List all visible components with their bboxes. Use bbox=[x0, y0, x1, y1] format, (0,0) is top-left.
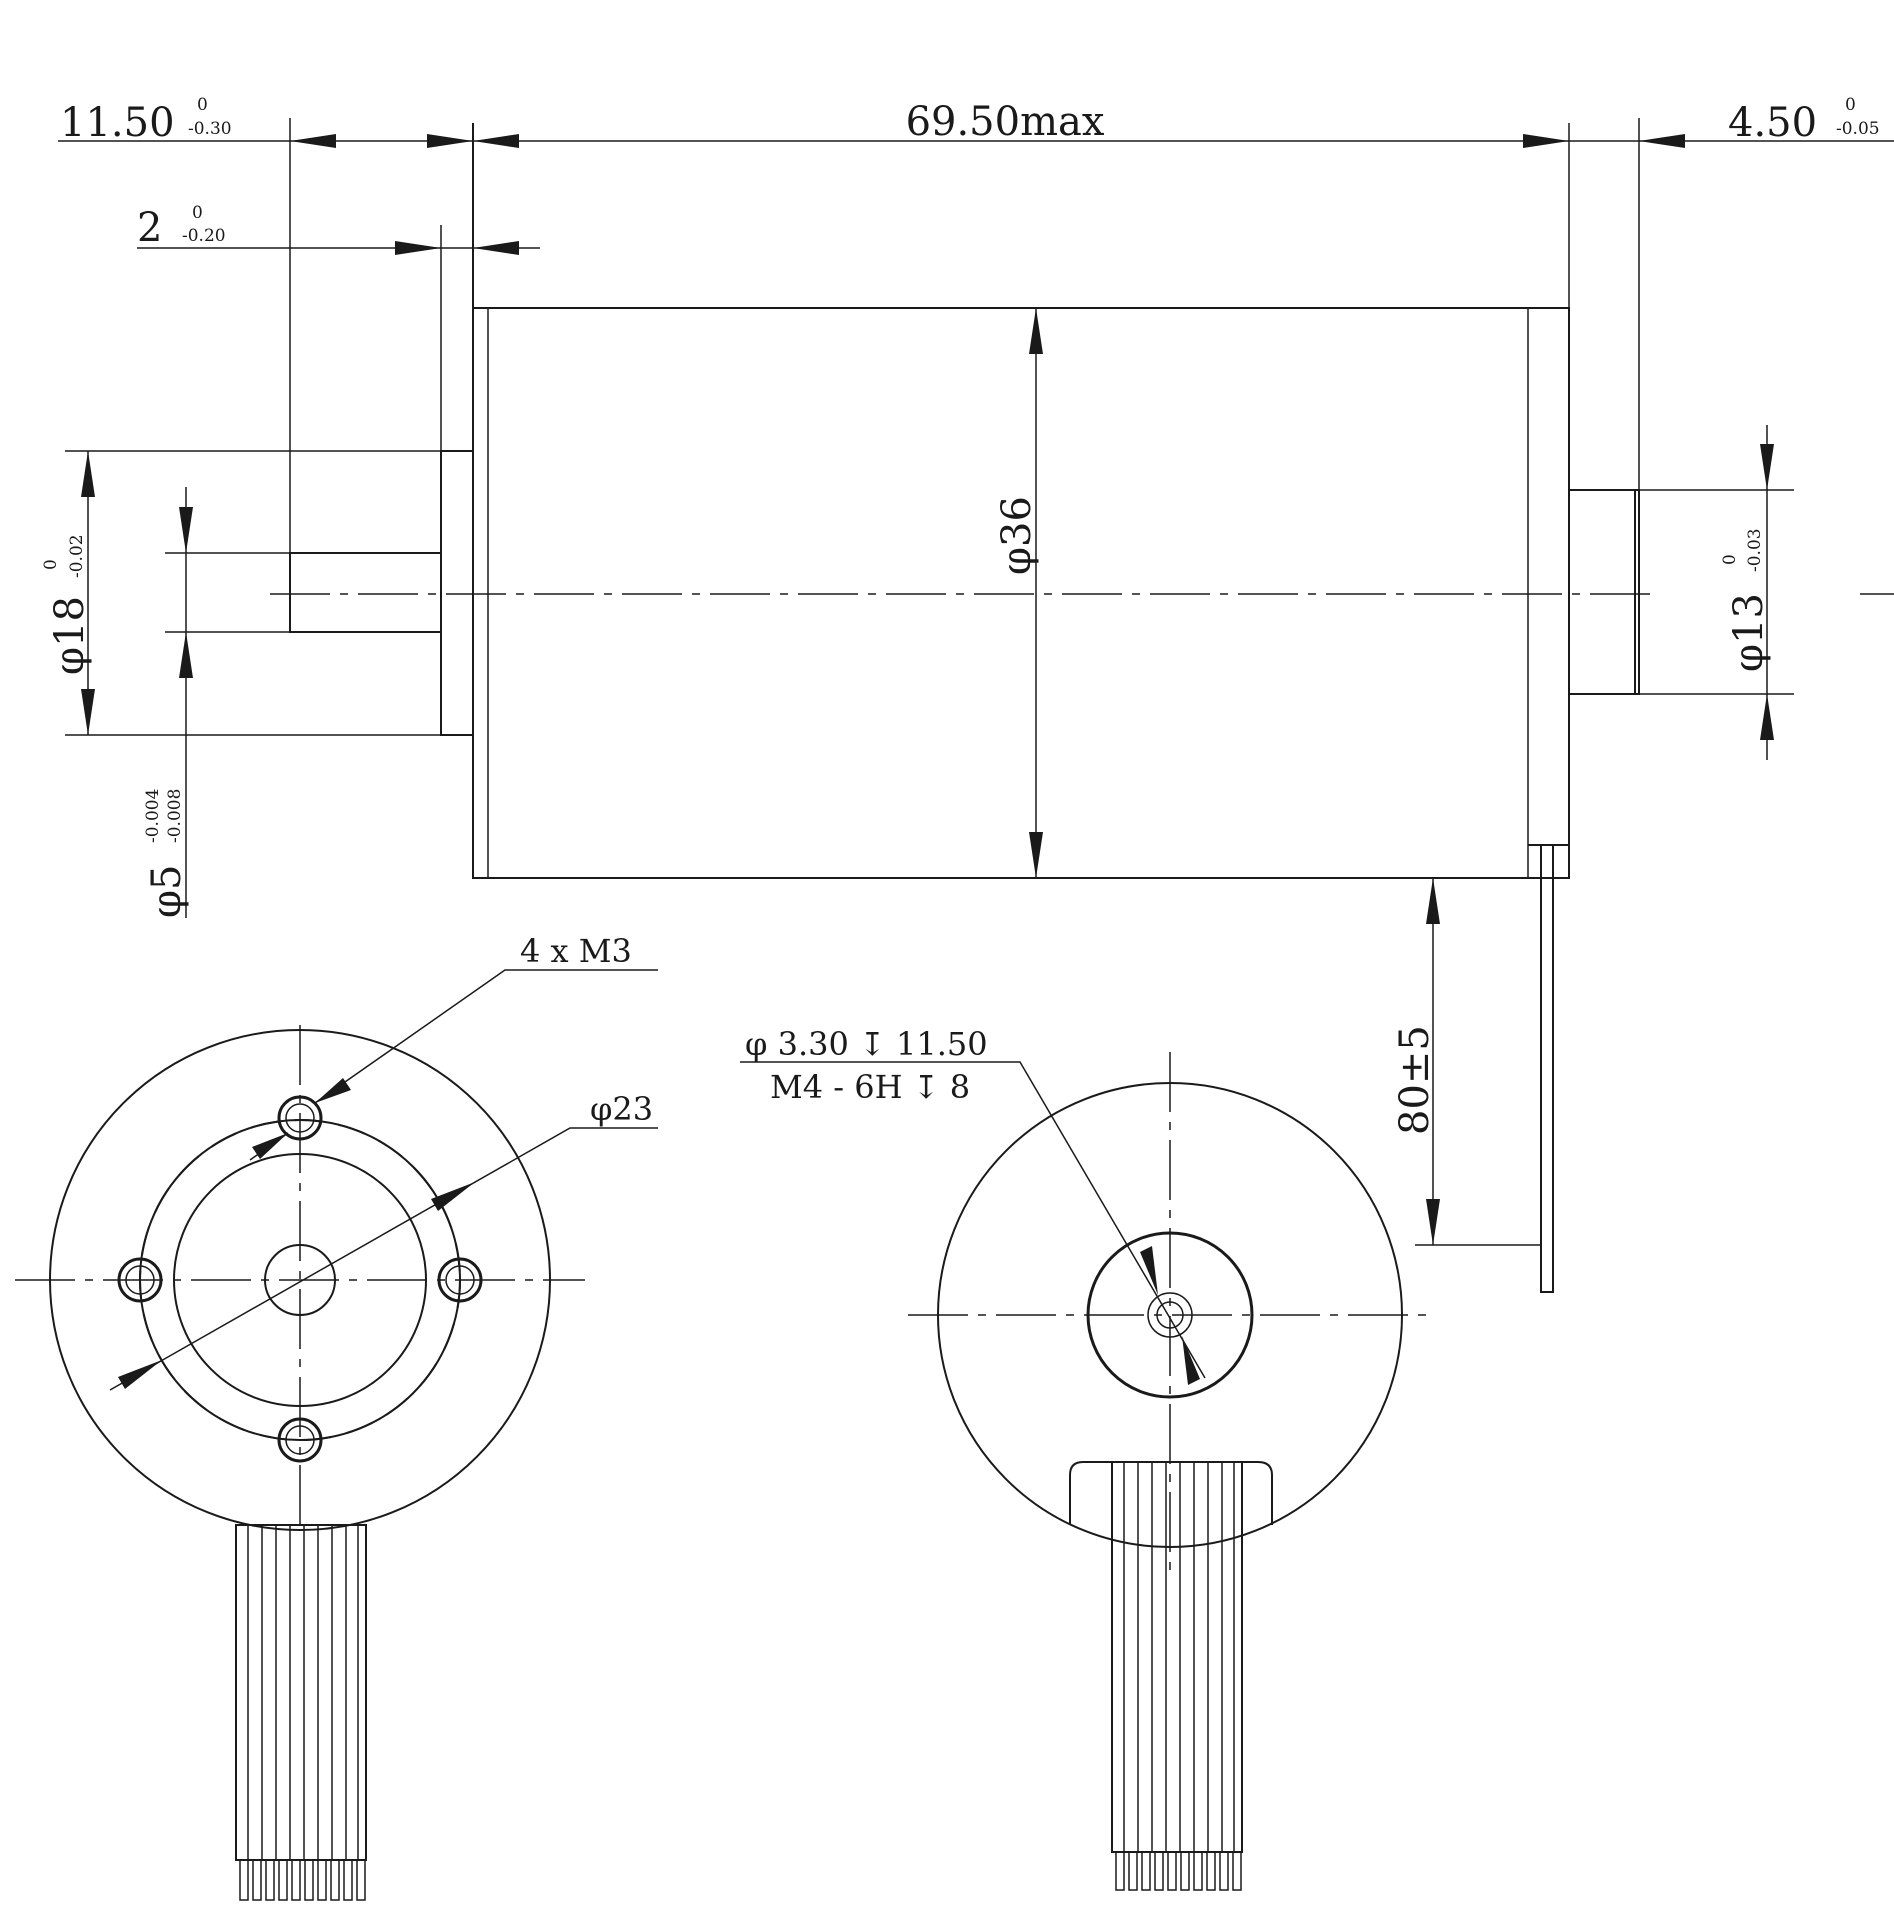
dim-pilot-diameter: φ18 0 -0.02 bbox=[41, 450, 473, 736]
dim-shaft-diameter-upper: -0.004 bbox=[143, 789, 163, 843]
dim-rear-boss-diameter-value: φ13 bbox=[1726, 593, 1772, 672]
dim-body-diameter-value: φ36 bbox=[994, 496, 1040, 575]
label-rear-hole: φ 3.30 ↧ 11.50 M4 - 6H ↧ 8 bbox=[740, 1025, 1206, 1385]
dim-lead-length: 80±5 bbox=[1392, 878, 1440, 1245]
dim-rear-boss-diameter-upper: 0 bbox=[1720, 554, 1740, 565]
dim-body-diameter: φ36 bbox=[994, 308, 1043, 878]
dim-overall-length-value: 69.50max bbox=[906, 99, 1105, 145]
dim-rear-shaft: 4.50 0 -0.05 bbox=[1569, 95, 1894, 148]
mount-hole-top bbox=[277, 1095, 323, 1141]
lead-wire bbox=[1540, 845, 1554, 1293]
dim-shaft-diameter-value: φ5 bbox=[144, 865, 190, 918]
dim-pilot-diameter-value: φ18 bbox=[47, 596, 93, 675]
label-mount-holes-text: 4 x M3 bbox=[520, 932, 632, 970]
dim-front-shaft-lower: -0.30 bbox=[188, 119, 232, 139]
mount-hole-right bbox=[437, 1257, 483, 1303]
dim-rear-shaft-upper: 0 bbox=[1845, 95, 1856, 115]
front-lead-tips bbox=[239, 1859, 366, 1901]
front-shaft bbox=[289, 552, 441, 633]
label-rear-hole-line1: φ 3.30 ↧ 11.50 bbox=[745, 1025, 988, 1063]
dim-flange-upper: 0 bbox=[192, 203, 203, 223]
front-pilot bbox=[440, 450, 473, 736]
rear-lead-bundle bbox=[1111, 1461, 1243, 1853]
dim-flange: 2 0 -0.20 bbox=[137, 203, 540, 255]
dim-overall-length: 69.50max bbox=[473, 99, 1569, 148]
front-view bbox=[15, 1025, 585, 1901]
dim-lead-length-value: 80±5 bbox=[1392, 1025, 1438, 1135]
rear-lead-tips bbox=[1115, 1851, 1242, 1891]
dim-front-shaft-upper: 0 bbox=[197, 95, 208, 115]
dim-front-shaft: 11.50 0 -0.30 bbox=[58, 95, 473, 148]
dim-pilot-diameter-lower: -0.02 bbox=[67, 534, 87, 578]
side-view bbox=[270, 118, 1894, 1293]
label-bolt-circle-text: φ23 bbox=[590, 1090, 653, 1128]
dim-rear-shaft-value: 4.50 bbox=[1728, 100, 1817, 146]
dim-rear-boss-diameter-lower: -0.03 bbox=[1745, 528, 1765, 572]
dim-flange-value: 2 bbox=[137, 205, 162, 251]
label-mount-holes: 4 x M3 bbox=[249, 932, 658, 1161]
label-bolt-circle: φ23 bbox=[109, 1090, 658, 1391]
mount-hole-bottom bbox=[277, 1417, 323, 1463]
rear-view bbox=[908, 1052, 1432, 1891]
dim-rear-boss-diameter: φ13 0 -0.03 bbox=[1569, 425, 1794, 760]
label-rear-hole-line2: M4 - 6H ↧ 8 bbox=[770, 1068, 970, 1106]
rear-boss bbox=[1569, 489, 1640, 695]
dim-shaft-diameter-lower: -0.008 bbox=[165, 789, 185, 843]
dim-flange-lower: -0.20 bbox=[182, 226, 226, 246]
dim-shaft-diameter: φ5 -0.004 -0.008 bbox=[143, 487, 441, 918]
mount-hole-left bbox=[117, 1257, 163, 1303]
dim-pilot-diameter-upper: 0 bbox=[41, 559, 61, 570]
front-lead-bundle bbox=[235, 1524, 367, 1861]
motor-body bbox=[472, 307, 1570, 879]
dim-rear-shaft-lower: -0.05 bbox=[1836, 119, 1880, 139]
rear-end-cap bbox=[1528, 308, 1570, 846]
dim-front-shaft-value: 11.50 bbox=[60, 100, 175, 146]
